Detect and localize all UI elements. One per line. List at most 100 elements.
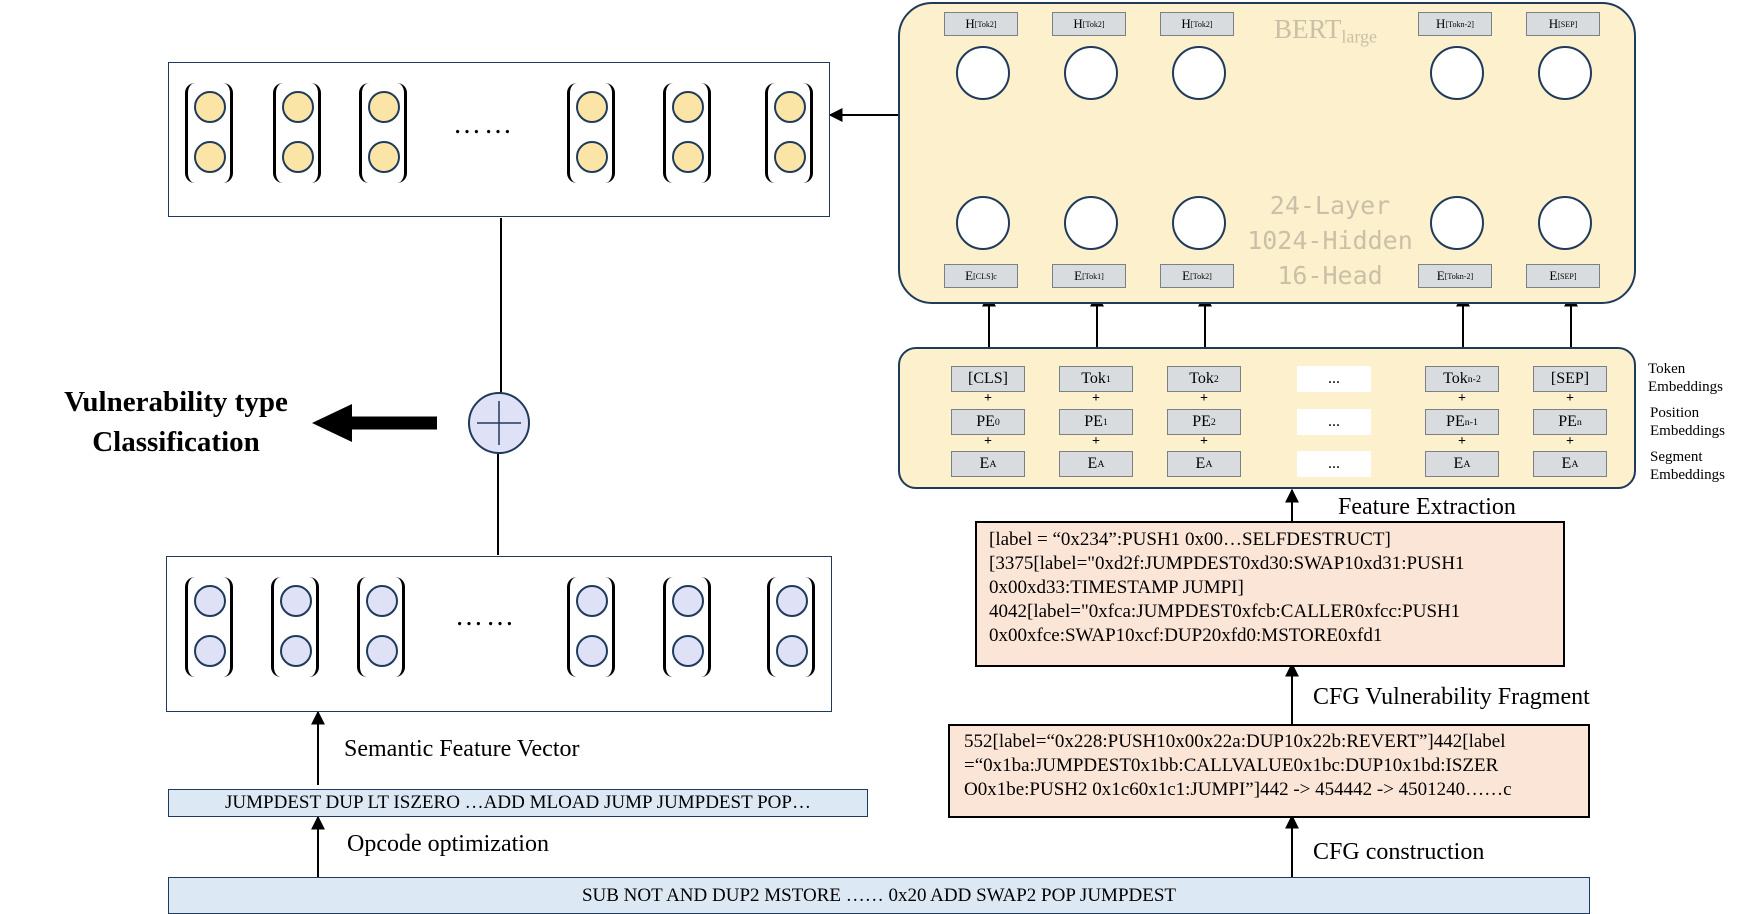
semantic-vector-2 [271, 577, 319, 677]
e-label-1: E[CLS]c [944, 264, 1018, 288]
bert-heads: 16-Head [1277, 261, 1383, 290]
semantic-vector-panel: …… [166, 556, 832, 712]
h-label-1: H[Tok2] [944, 12, 1018, 36]
bert-bottom-node-4 [1430, 196, 1484, 250]
plus-sign: + [1200, 391, 1208, 406]
h-label-5: H[SEP] [1526, 12, 1600, 36]
bert-panel [898, 2, 1636, 304]
vector-element [576, 585, 608, 617]
bert-layers: 24-Layer [1269, 191, 1391, 220]
bert-config: 24-Layer 1024-Hidden 16-Head [1240, 188, 1420, 293]
vector-element [282, 141, 314, 173]
output-vector-4 [567, 83, 615, 183]
semantic-vector-3 [357, 577, 405, 677]
cfg-line-1: 552[label=“0x228:PUSH10x00x22a:DUP10x22b… [964, 731, 1506, 752]
output-vector-5 [663, 83, 711, 183]
optimized-opcode-bar: JUMPDEST DUP LT ISZERO …ADD MLOAD JUMP J… [168, 789, 868, 817]
plus-sign: + [1566, 434, 1574, 449]
vector-element [774, 91, 806, 123]
plus-sign: + [1566, 391, 1574, 406]
cfg-construction-label: CFG construction [1313, 839, 1485, 865]
semantic-vector-4 [567, 577, 615, 677]
vector-element [368, 91, 400, 123]
e-label-5: E[SEP] [1526, 264, 1600, 288]
vulnerability-fragment-box: [label = “0x234”:PUSH1 0x00…SELFDESTRUCT… [975, 521, 1565, 667]
plus-sign: + [1200, 434, 1208, 449]
semantic-vector-ellipsis: …… [455, 601, 517, 632]
semantic-feature-vector-label: Semantic Feature Vector [344, 736, 580, 762]
token-embedding-sep: [SEP] [1533, 366, 1607, 392]
bert-bottom-node-2 [1064, 196, 1118, 250]
vector-element [672, 91, 704, 123]
output-vector-3 [359, 83, 407, 183]
bert-top-node-2 [1064, 46, 1118, 100]
bert-title-main: BERT [1274, 14, 1342, 44]
bert-top-node-4 [1430, 46, 1484, 100]
bert-output-vector-panel: …… [168, 62, 830, 217]
output-vector-ellipsis: …… [453, 109, 515, 140]
vector-element [194, 585, 226, 617]
vector-element [672, 585, 704, 617]
h-label-3: H[Tok2] [1160, 12, 1234, 36]
bert-hidden: 1024-Hidden [1247, 226, 1413, 255]
token-embedding-ellipsis: ... [1297, 366, 1371, 392]
segment-embedding-ellipsis: ... [1297, 451, 1371, 477]
bert-title: BERTlarge [1274, 14, 1377, 48]
vector-element [282, 91, 314, 123]
semantic-vector-5 [663, 577, 711, 677]
raw-opcode-bar: SUB NOT AND DUP2 MSTORE …… 0x20 ADD SWAP… [168, 877, 1590, 914]
bert-bottom-node-1 [956, 196, 1010, 250]
token-embedding-cls: [CLS] [951, 366, 1025, 392]
plus-sign: + [1458, 434, 1466, 449]
vector-element [774, 141, 806, 173]
position-embedding-ellipsis: ... [1297, 409, 1371, 435]
feature-extraction-label: Feature Extraction [1338, 494, 1516, 520]
cfg-line-3: O0x1be:PUSH2 0x1c60x1c1:JUMPI”]442 -> 45… [964, 779, 1512, 800]
vector-element [672, 141, 704, 173]
cfg-box: 552[label=“0x228:PUSH10x00x22a:DUP10x22b… [948, 724, 1590, 818]
vector-element [776, 585, 808, 617]
bert-bottom-node-3 [1172, 196, 1226, 250]
fragment-line-3: 0x00xd33:TIMESTAMP JUMPI] [989, 577, 1244, 598]
vector-element [366, 585, 398, 617]
vector-element [672, 635, 704, 667]
fragment-line-5: 0x00xfce:SWAP10xcf:DUP20xfd0:MSTORE0xfd1 [989, 625, 1383, 646]
classification-label: Vulnerability type Classification [40, 382, 312, 462]
vector-element [576, 91, 608, 123]
plus-sign: + [984, 391, 992, 406]
bert-top-node-5 [1538, 46, 1592, 100]
bert-title-sub: large [1341, 26, 1378, 47]
vector-element [368, 141, 400, 173]
vector-element [576, 635, 608, 667]
classification-line-2: Classification [92, 426, 260, 458]
bert-bottom-node-5 [1538, 196, 1592, 250]
output-vector-2 [273, 83, 321, 183]
fragment-line-4: 4042[label="0xfca:JUMPDEST0xfcb:CALLER0x… [989, 601, 1461, 622]
plus-sign: + [1092, 434, 1100, 449]
vector-element [280, 585, 312, 617]
h-label-4: H[Tokn-2] [1418, 12, 1492, 36]
vector-element [194, 91, 226, 123]
output-vector-6 [765, 83, 813, 183]
plus-sign: + [1458, 391, 1466, 406]
vector-element [776, 635, 808, 667]
cfg-line-2: =“0x1ba:JUMPDEST0x1bb:CALLVALUE0x1bc:DUP… [964, 755, 1499, 776]
bert-top-node-1 [956, 46, 1010, 100]
vector-element [576, 141, 608, 173]
fragment-line-2: [3375[label="0xd2f:JUMPDEST0xd30:SWAP10x… [989, 553, 1465, 574]
